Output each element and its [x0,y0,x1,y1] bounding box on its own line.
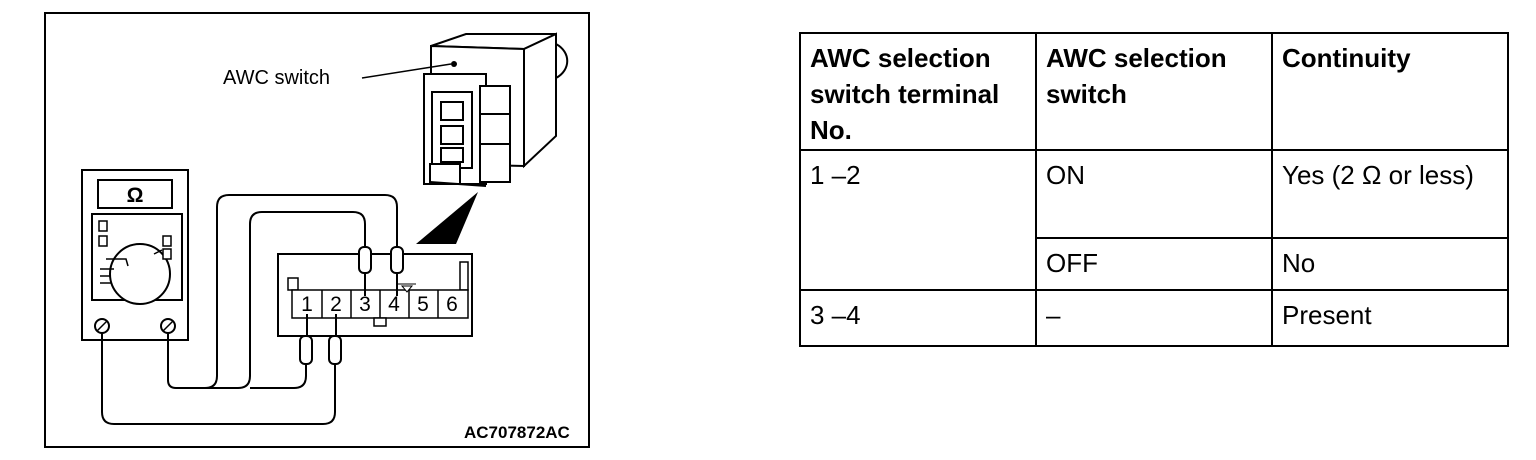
cell-continuity: No [1271,237,1509,291]
cell-switch: – [1035,289,1273,347]
wiring-diagram-drawing [81,32,569,425]
table-row: OFF No [800,237,1509,291]
cell-switch: OFF [1035,237,1273,291]
terminal-1: 1 [301,293,313,316]
connector-face [277,253,473,337]
cell-continuity: Present [1271,289,1509,347]
wiring-diagram: AWC switch Ω 1 2 3 4 5 6 AC707872AC [44,12,590,448]
table-row: 1 –2 ON Yes (2 Ω or less) [799,149,1509,291]
terminal-6: 6 [446,293,458,316]
cell-switch: ON [1035,149,1273,239]
figure-code: AC707872AC [464,423,570,442]
probes-bottom [299,314,342,365]
ohmmeter-icon [81,169,189,341]
terminal-2: 2 [330,293,342,316]
terminal-4: 4 [388,293,400,316]
header-switch: AWC selection switch [1035,32,1273,151]
cell-continuity: Yes (2 Ω or less) [1271,149,1509,239]
header-terminal-no: AWC selection switch terminal No. [799,32,1037,151]
table-row: 3 –4 – Present [799,289,1509,347]
header-continuity: Continuity [1271,32,1509,151]
table-header-row: AWC selection switch terminal No. AWC se… [799,32,1509,151]
continuity-spec-table: AWC selection switch terminal No. AWC se… [799,32,1509,347]
test-leads [101,194,398,425]
terminal-3: 3 [359,293,371,316]
view-arrow [416,192,478,244]
terminal-5: 5 [417,293,429,316]
cell-terminal: 1 –2 [799,149,1037,291]
awc-switch-connector-icon [423,32,569,187]
ohm-symbol: Ω [126,184,144,207]
cell-terminal: 3 –4 [799,289,1037,347]
awc-switch-callout: AWC switch [223,67,331,89]
